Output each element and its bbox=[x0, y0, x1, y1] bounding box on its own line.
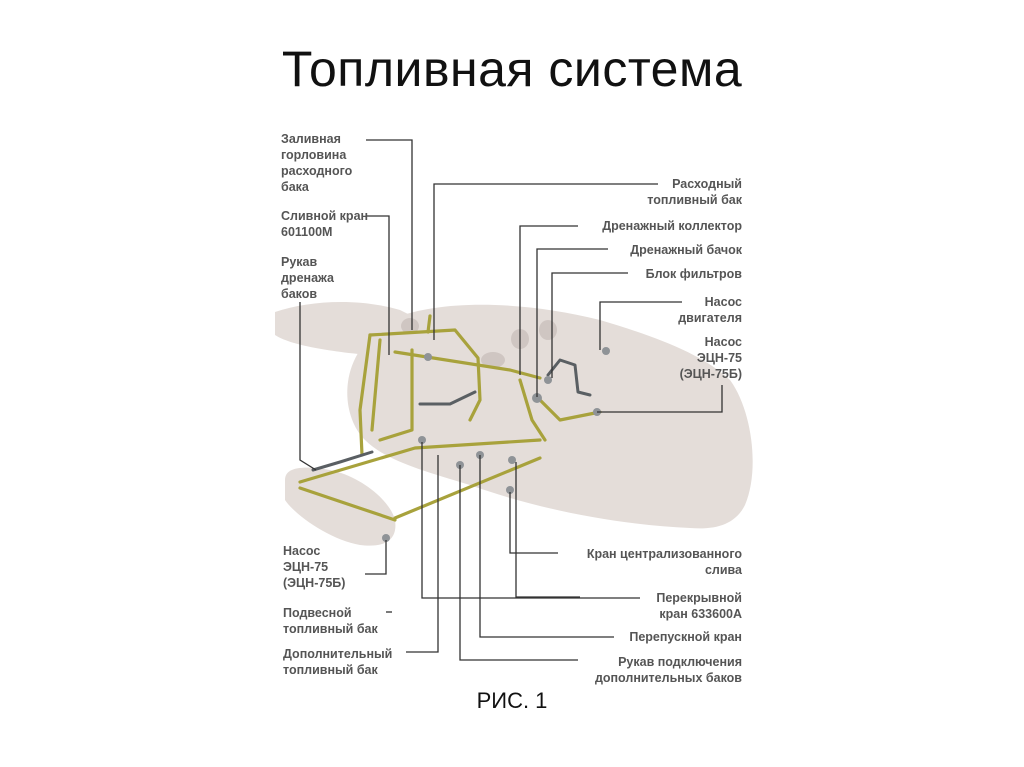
label-drain-hose: Рукав дренажа баков bbox=[281, 255, 334, 301]
label-shutoff-valve: Перекрывной кран 633600А bbox=[656, 591, 742, 621]
label-drain-valve: Сливной кран 601100М bbox=[281, 209, 369, 239]
label-pump-ecn-left: Насос ЭЦН-75 (ЭЦН-75Б) bbox=[283, 544, 346, 590]
label-central-drain-valve: Кран централизованного слива bbox=[586, 547, 742, 577]
component-markers bbox=[382, 347, 610, 542]
label-drain-manifold: Дренажный коллектор bbox=[602, 219, 742, 233]
label-filter-unit: Блок фильтров bbox=[645, 267, 742, 281]
dark-pipes bbox=[311, 358, 592, 472]
label-external-tank: Подвесной топливный бак bbox=[283, 606, 378, 636]
label-pump-ecn-right: Насос ЭЦН-75 (ЭЦН-75Б) bbox=[679, 335, 742, 381]
label-engine-pump: Насос двигателя bbox=[678, 295, 742, 325]
label-extra-tanks-hose: Рукав подключения дополнительных баков bbox=[594, 655, 742, 685]
figure-caption: РИС. 1 bbox=[476, 688, 548, 713]
label-supply-tank: Расходный топливный бак bbox=[647, 177, 742, 207]
label-drain-tank: Дренажный бачок bbox=[630, 243, 742, 257]
leader-lines bbox=[299, 139, 723, 661]
label-bypass-valve: Перепускной кран bbox=[629, 630, 742, 644]
label-filler-neck: Заливная горловина расходного бака bbox=[281, 132, 353, 194]
slide-title: Топливная система bbox=[281, 41, 743, 97]
label-additional-tank: Дополнительный топливный бак bbox=[283, 647, 393, 677]
